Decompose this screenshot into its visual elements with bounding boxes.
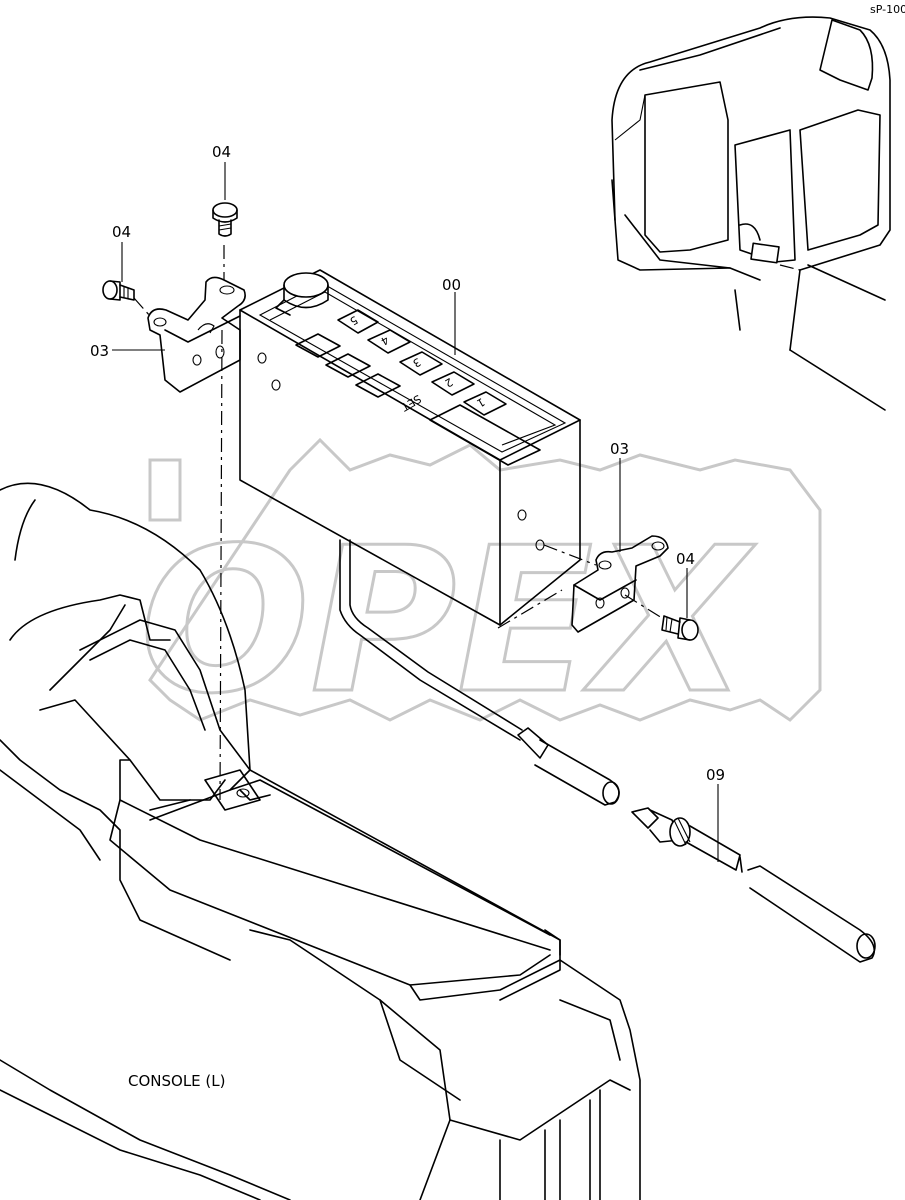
- assembly-lines: [133, 245, 663, 801]
- cable-assembly: [339, 539, 876, 963]
- key-button: 2: [431, 371, 475, 396]
- part-label-bolt-left: 04: [112, 223, 131, 241]
- bracket-left: [147, 276, 246, 393]
- key-button: 5: [337, 309, 379, 334]
- key-label: 5: [347, 313, 360, 328]
- bolt-right: [661, 615, 699, 641]
- bolt-top: [212, 202, 238, 237]
- part-label-bolt-right: 04: [676, 550, 695, 568]
- bolt-left: [102, 280, 135, 301]
- part-label-bolt-top: 04: [212, 143, 231, 161]
- bracket-right: [571, 535, 669, 633]
- part-label-controller: 00: [442, 276, 461, 294]
- controller-unit: 5 4 3 2 1 SET: [239, 269, 581, 626]
- leader-lines: [112, 162, 719, 862]
- console-body: [0, 482, 641, 1200]
- part-label-bracket-left: 03: [90, 342, 109, 360]
- cab-inset: [611, 16, 891, 411]
- console-label: CONSOLE (L): [128, 1072, 226, 1090]
- watermark: OPEX: [139, 437, 822, 740]
- part-label-bracket-right: 03: [610, 440, 629, 458]
- part-label-cable: 09: [706, 766, 725, 784]
- key-button: 4: [367, 329, 411, 354]
- corner-code: sP-1000: [870, 3, 905, 16]
